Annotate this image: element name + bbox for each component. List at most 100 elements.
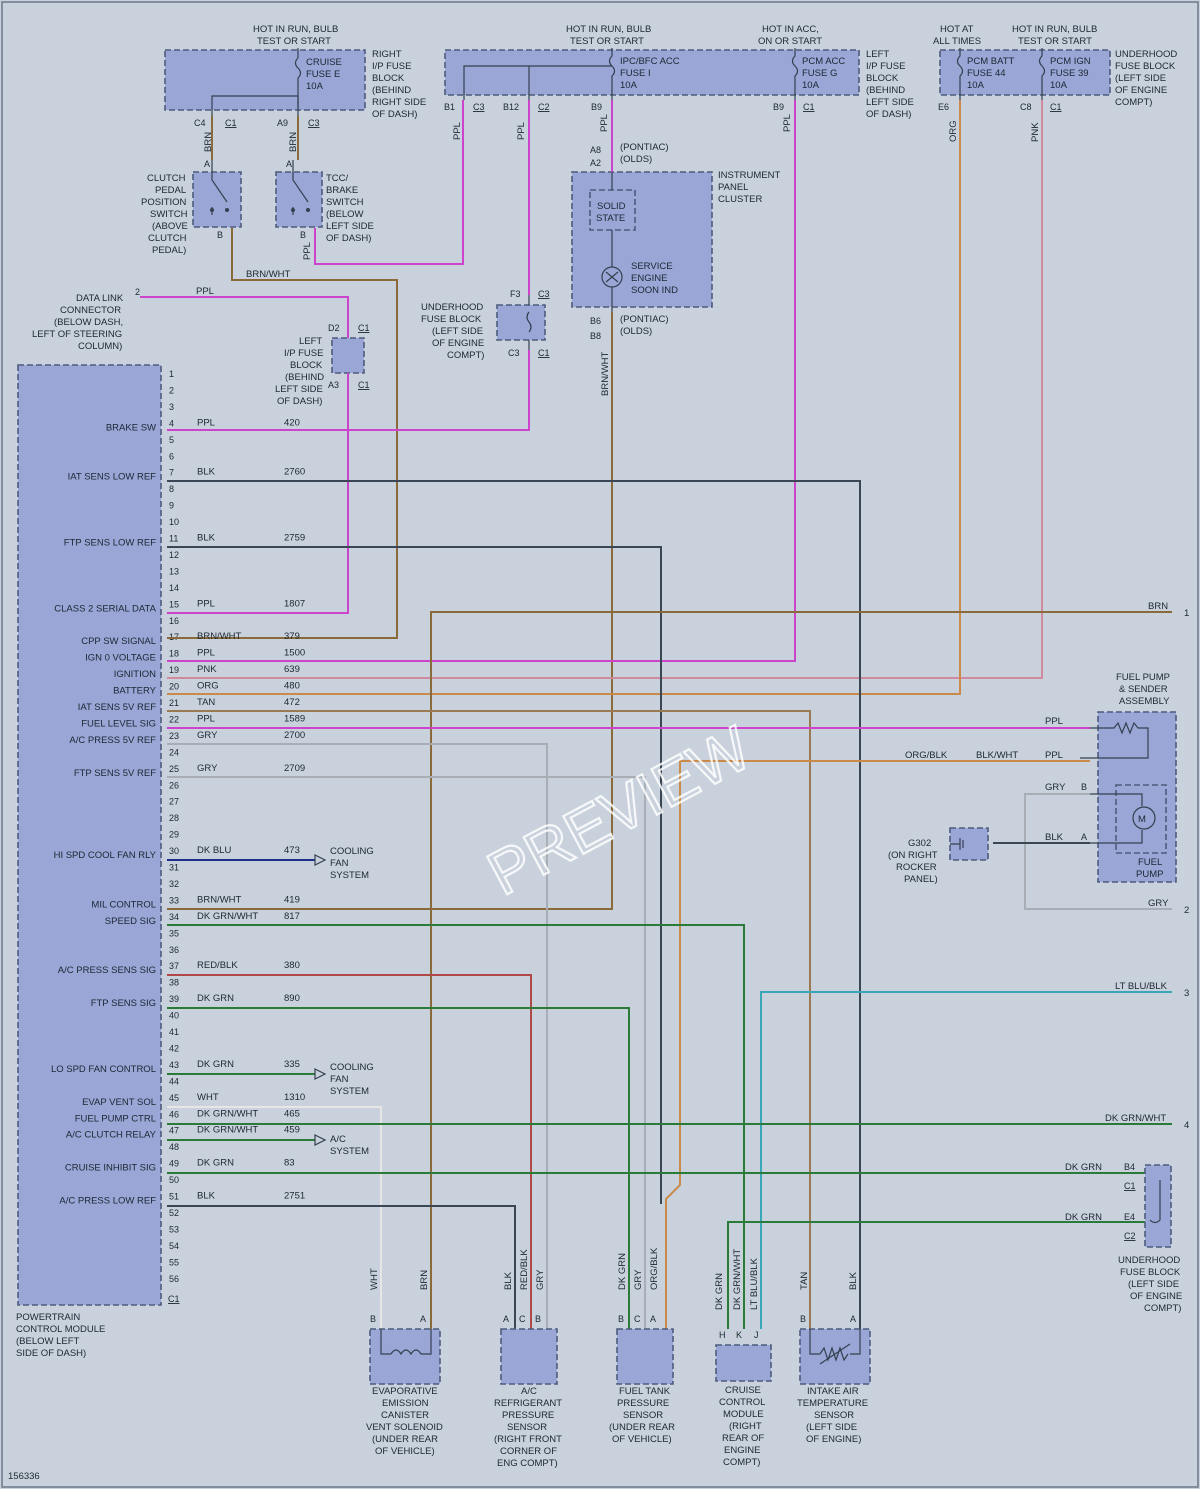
ftps-l0: FUEL TANK [619, 1386, 671, 1397]
left-ip-fb2-l3: (BEHIND [285, 372, 324, 383]
cf1-l2: SYSTEM [330, 870, 369, 881]
wl-brn-c4: BRN [203, 132, 214, 152]
pcm-signal-37: A/C PRESS SENS SIG [58, 965, 156, 976]
pcm-signal-47: A/C CLUTCH RELAY [66, 1130, 157, 1141]
pcm-pin-54: 54 [169, 1241, 179, 1251]
uh-fb-bot-l3: OF ENGINE [1130, 1291, 1182, 1302]
wire-brn-wht-cpp [167, 228, 398, 639]
fuse-e-bus [211, 95, 298, 116]
iat-l4: OF ENGINE) [806, 1434, 861, 1445]
ipc-hot-l2: TEST OR START [570, 36, 644, 47]
pcm-wire-color-46: DK GRN/WHT [197, 1108, 258, 1119]
left-ip-fb2-l2: BLOCK [290, 360, 323, 371]
acs-l5: CORNER OF [500, 1446, 557, 1457]
wl-ppl-tcc: PPL [302, 242, 313, 260]
pcm-signal-33: MIL CONTROL [91, 899, 156, 910]
evap-l4: (UNDER REAR [372, 1434, 438, 1445]
pcm-wire-color-30: DK BLU [197, 845, 231, 856]
dlc-l3: LEFT OF STEERING [32, 329, 122, 340]
right-ip-fb-l4: RIGHT SIDE [372, 97, 426, 108]
pcm-l1: CONTROL MODULE [16, 1324, 105, 1335]
wl-redblk-ac: RED/BLK [519, 1249, 530, 1290]
pcm-wire-color-49: DK GRN [197, 1158, 234, 1169]
wl-ltblu-cruise: LT BLU/BLK [749, 1257, 760, 1310]
g302-l3: PANEL) [904, 874, 938, 885]
pcm-circuit-43: 335 [284, 1059, 300, 1070]
pcm-circuit-46: 465 [284, 1108, 300, 1119]
wl-pnk-c8: PNK [1030, 122, 1041, 142]
wire-gry-ref2 [1024, 793, 1172, 910]
tcc-l2: SWITCH [326, 197, 364, 208]
pcm-ign-hot-l2: TEST OR START [1018, 36, 1092, 47]
wl-ppl-b12: PPL [516, 122, 527, 140]
fuse-e-symbol [294, 48, 302, 108]
pcm-pin-22: 22 [169, 714, 179, 724]
conn-c1-e: C1 [358, 323, 370, 333]
fp-pin-a: A [1081, 832, 1087, 842]
cf1-l1: FAN [330, 858, 349, 869]
pcm-pin-1: 1 [169, 369, 174, 379]
conn-f3: F3 [510, 289, 521, 299]
wire-brn-wht-mil [167, 312, 613, 910]
ftp-pin-c: C [634, 1314, 641, 1324]
ipc-l2: CLUSTER [718, 194, 762, 205]
preview-watermark: PREVIEW [477, 714, 762, 909]
conn-c2-a: C2 [538, 102, 550, 112]
conn-b4: B4 [1124, 1162, 1135, 1172]
g302-l0: G302 [908, 838, 931, 849]
conn-c1-g: C1 [1124, 1181, 1136, 1191]
pcm-signal-45: EVAP VENT SOL [82, 1097, 156, 1108]
ccm-l4: REAR OF [722, 1433, 764, 1444]
evap-pin-a: A [420, 1314, 426, 1324]
tcc-brake-switch: TCC/ BRAKE SWITCH (BELOW LEFT SIDE OF DA… [275, 159, 374, 244]
left-ip-fb-l4: LEFT SIDE [866, 97, 914, 108]
evap-pin-b: B [370, 1314, 376, 1324]
wire-ppl-tcc [314, 100, 464, 265]
top-connector-labels: C4 C1 A9 C3 B1 C3 B12 C2 B9 B9 C1 E6 C8 … [194, 102, 1062, 128]
uh-fb-mid-l3: OF ENGINE [432, 338, 484, 349]
pcm-ign-fuse-label: PCM IGN [1050, 56, 1091, 67]
olds-bot: (OLDS) [620, 326, 652, 337]
uh-fb-mid-l4: COMPT) [447, 350, 484, 361]
pcm-signal-51: A/C PRESS LOW REF [59, 1196, 156, 1207]
pcm-batt-fuse-id: FUSE 44 [967, 68, 1006, 79]
conn-a2: A2 [590, 158, 601, 168]
pcm-wire-color-37: RED/BLK [197, 960, 238, 971]
pcm-pin-56: 56 [169, 1274, 179, 1284]
pcm-pin-34: 34 [169, 912, 179, 922]
pcm-pin-2: 2 [169, 385, 174, 395]
wire-blk-iat [167, 480, 861, 1329]
fuel-pump-motor-icon [1132, 806, 1156, 830]
cruise-fuse-label: CRUISE [306, 57, 342, 68]
solid-state-l0: SOLID [597, 201, 626, 212]
ac-sys-l1: SYSTEM [330, 1146, 369, 1157]
clutch-l3: SWITCH [150, 209, 188, 220]
pcm-wire-color-20: ORG [197, 681, 219, 692]
pcm-pin-52: 52 [169, 1208, 179, 1218]
pcm-wire-color-4: PPL [197, 417, 215, 428]
acs-l4: (RIGHT FRONT [494, 1434, 562, 1445]
pcm-acc-fuse-label: PCM ACC [802, 56, 845, 67]
ipc-l0: INSTRUMENT [718, 170, 780, 181]
uh-fb-top-l4: COMPT) [1115, 97, 1152, 108]
pcm-pin-numbers: 1234567891011121314151617181920212223242… [169, 369, 179, 1284]
pcm-wire-color-34: DK GRN/WHT [197, 911, 258, 922]
ground-icon [950, 838, 964, 850]
fp-pin-b: B [1081, 782, 1087, 792]
wl-ppl-b9: PPL [599, 114, 610, 132]
wl-tan-iat: TAN [799, 1272, 810, 1290]
wire-redblk-ac [167, 974, 532, 1329]
pcm-pin-6: 6 [169, 451, 174, 461]
pcm-c1: C1 [168, 1294, 180, 1304]
pcm-signal-46: FUEL PUMP CTRL [75, 1113, 156, 1124]
pcm-l3: SIDE OF DASH) [16, 1348, 86, 1359]
pcm-circuit-18: 1500 [284, 648, 305, 659]
pcm-signal-39: FTP SENS SIG [91, 998, 156, 1009]
right-ip-fb-l1: I/P FUSE [372, 61, 411, 72]
pcm-signal-25: FTP SENS 5V REF [74, 768, 156, 779]
pcm-signal-21: IAT SENS 5V REF [78, 702, 157, 713]
ref-2: 2 [1184, 905, 1189, 916]
pcm-signal-17: CPP SW SIGNAL [81, 636, 156, 647]
